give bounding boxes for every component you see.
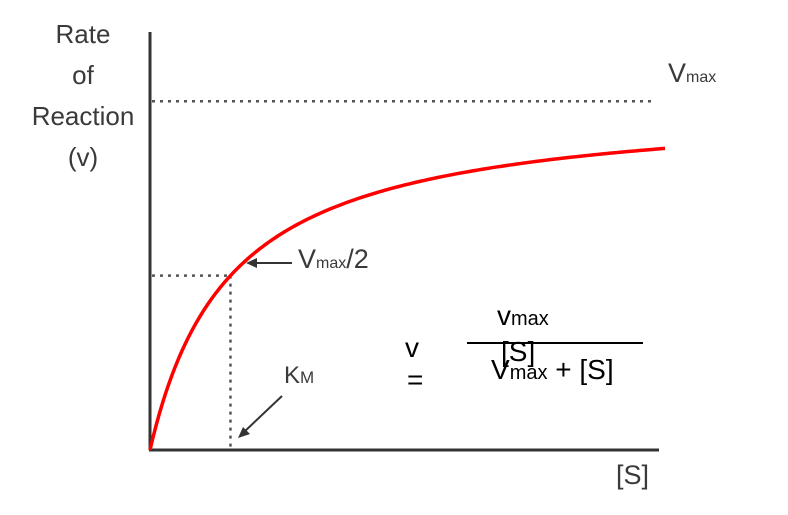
vmax-label-sub: max	[686, 69, 717, 86]
michaelis-menten-equation: v = vmax [S] Vmax + [S]	[405, 298, 665, 408]
half-vmax-label-suffix: /2	[346, 244, 369, 274]
half-vmax-label-sub: max	[316, 255, 347, 272]
y-axis-label-line: of	[72, 60, 94, 90]
y-axis-label-line: Reaction	[31, 101, 135, 131]
km-label: KM	[284, 362, 314, 390]
half-vmax-label: Vmax/2	[298, 244, 369, 275]
equation-numerator: vmax	[497, 300, 549, 332]
y-axis-label-line: Rate	[55, 19, 111, 49]
km-label-main: K	[284, 362, 301, 389]
equation-lhs: v	[405, 332, 419, 363]
half-vmax-label-main: V	[298, 244, 317, 274]
km-arrow	[238, 395, 283, 438]
x-axis-label: [S]	[616, 460, 650, 490]
equation-equals: =	[407, 364, 424, 395]
half-vmax-arrow	[246, 258, 292, 268]
denominator-suffix: + [S]	[547, 354, 614, 385]
equation-denominator: Vmax + [S]	[491, 354, 614, 386]
rate-curve	[148, 146, 666, 451]
y-axis-label: Rate of Reaction (v)	[8, 14, 158, 178]
denominator-sub: max	[509, 362, 548, 384]
vmax-label-main: V	[668, 58, 687, 88]
vmax-label: Vmax	[668, 58, 716, 89]
equation-s-term: [S]	[501, 336, 536, 367]
numerator-sub: max	[511, 308, 549, 330]
km-label-sub: M	[300, 368, 315, 387]
denominator-main: V	[491, 354, 510, 385]
equation-fraction-bar	[467, 342, 643, 344]
y-axis-label-line: (v)	[67, 142, 99, 172]
numerator-main: v	[497, 300, 511, 331]
